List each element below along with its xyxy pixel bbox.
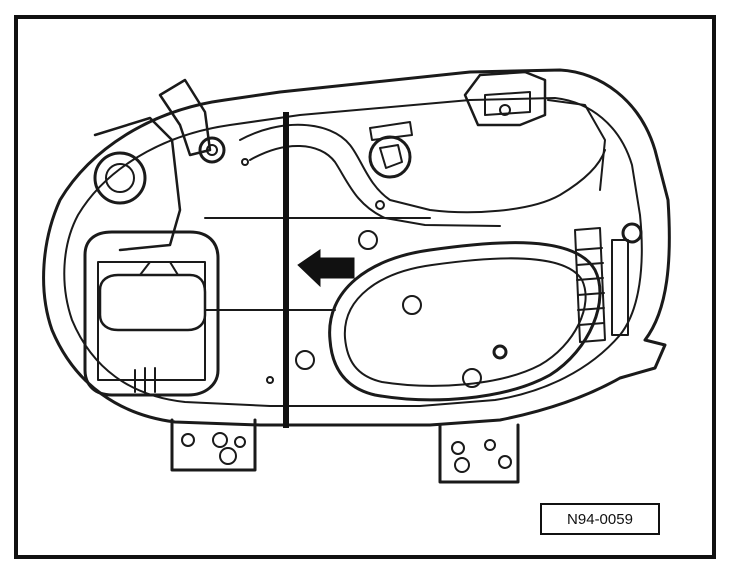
top-right-tab <box>547 99 606 191</box>
top-actuator-clip <box>369 121 413 141</box>
right-slot <box>611 239 629 336</box>
bracket-bottom-right <box>438 423 520 484</box>
bracket-bottom-right-hole <box>451 441 465 455</box>
left-core-tab <box>139 261 179 276</box>
hole <box>295 350 315 370</box>
right-screw <box>621 222 643 244</box>
leader-marks <box>124 367 171 396</box>
direction-arrow <box>297 249 355 288</box>
rivet <box>375 200 385 210</box>
top-actuator <box>368 135 412 179</box>
blower-scroll <box>328 241 602 402</box>
upper-channel-inner <box>249 144 501 227</box>
bracket-bottom-left-hole <box>219 447 237 465</box>
top-right-bracket-inner <box>484 91 531 116</box>
bracket-bottom-right-hole <box>498 455 512 469</box>
bracket-bottom-left-hole <box>234 436 246 448</box>
right-connector-stack <box>574 227 606 343</box>
reference-code: N94-0059 <box>567 510 633 528</box>
hole <box>358 230 378 250</box>
left-bracket-arm <box>158 78 212 157</box>
left-motor-hub <box>105 163 135 193</box>
left-bracket <box>93 116 182 252</box>
rivet <box>241 158 249 166</box>
bracket-bottom-left-hole <box>181 433 195 447</box>
bracket-bottom-right-hole <box>454 457 470 473</box>
pivot-left-inner <box>206 144 218 156</box>
hole <box>462 368 482 388</box>
top-actuator-nut <box>379 144 403 169</box>
blower-scroll-inner <box>343 257 587 387</box>
top-right-screw <box>499 104 511 116</box>
bracket-bottom-right-hole <box>484 439 496 451</box>
rivet <box>266 376 274 384</box>
reference-code-box: N94-0059 <box>540 503 660 535</box>
housing-outline <box>42 68 671 427</box>
left-compartment <box>83 230 220 397</box>
upper-channel <box>239 123 606 214</box>
bracket-bottom-left-hole <box>212 432 228 448</box>
left-compartment-inner <box>97 261 206 381</box>
left-motor <box>93 151 147 205</box>
top-right-bracket <box>463 70 547 127</box>
bracket-bottom-left <box>170 418 257 472</box>
left-core-block <box>98 273 207 332</box>
housing-inner-contour <box>63 97 643 407</box>
hole-filled <box>492 344 508 360</box>
hole <box>402 295 422 315</box>
pivot-left <box>198 136 226 164</box>
